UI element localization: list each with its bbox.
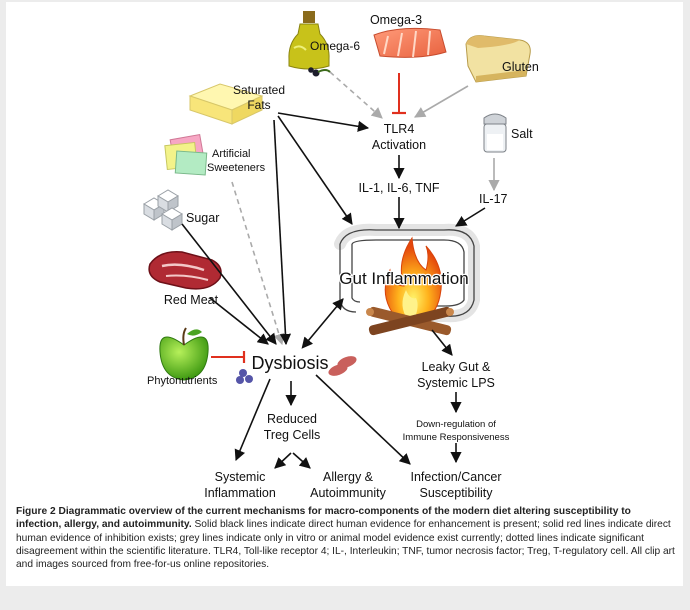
label-il17: IL-17 bbox=[479, 192, 508, 206]
label-omega3: Omega-3 bbox=[370, 13, 422, 27]
gluten-to-tlr4-arrow bbox=[414, 85, 469, 118]
steak-icon bbox=[148, 251, 222, 290]
omega6-to-tlr4-arrow bbox=[329, 71, 383, 119]
sugar-to-dysbiosis-arrow bbox=[181, 223, 277, 345]
intestine-icon bbox=[334, 223, 480, 323]
fats-to-gut-arrow bbox=[277, 115, 353, 225]
label-treg-2: Treg Cells bbox=[264, 428, 321, 442]
label-allergy-2: Autoimmunity bbox=[310, 486, 386, 500]
label-allergy-1: Allergy & bbox=[323, 470, 374, 484]
bread-icon bbox=[465, 35, 531, 83]
figure-caption: Figure 2 Diagrammatic overview of the cu… bbox=[16, 505, 676, 571]
sweeteners-to-dysbiosis-arrow bbox=[231, 181, 285, 346]
meat-to-dysbiosis-arrow bbox=[209, 297, 269, 345]
dysbiosis-gut-bidirectional-arrow bbox=[301, 298, 344, 349]
apple-icon bbox=[159, 327, 209, 381]
label-leaky-gut-1: Leaky Gut & bbox=[422, 360, 491, 374]
sweetener-packets-icon bbox=[164, 133, 208, 176]
label-tlr4-1: TLR4 bbox=[384, 122, 415, 136]
bacteria-icon bbox=[236, 356, 357, 384]
label-saturated-fats-2: Fats bbox=[247, 98, 270, 112]
label-saturated-fats-1: Saturated bbox=[233, 83, 285, 97]
label-dysbiosis: Dysbiosis bbox=[251, 353, 328, 373]
dysbiosis-to-infection-arrow bbox=[315, 374, 411, 465]
label-red-meat: Red Meat bbox=[164, 293, 219, 307]
label-leaky-gut-2: Systemic LPS bbox=[417, 376, 495, 390]
label-il-cytokines: IL-1, IL-6, TNF bbox=[358, 181, 439, 195]
gut-to-leaky-arrow bbox=[431, 329, 453, 356]
label-treg-1: Reduced bbox=[267, 412, 317, 426]
salmon-icon bbox=[373, 27, 447, 58]
label-phytonutrients: Phytonutrients bbox=[147, 375, 218, 387]
il17-to-gut-arrow bbox=[455, 207, 486, 227]
fats-to-tlr4-arrow bbox=[277, 112, 370, 132]
caption-title: Diagrammatic overview of the current mec… bbox=[16, 506, 631, 531]
salt-shaker-icon bbox=[483, 113, 507, 153]
label-downreg-2: Immune Responsiveness bbox=[403, 432, 510, 443]
label-tlr4-2: Activation bbox=[372, 138, 426, 152]
treg-to-systemic-arrow bbox=[274, 452, 292, 469]
olive-oil-bottle-icon bbox=[288, 11, 331, 77]
caption-body: Solid black lines indicate direct human … bbox=[16, 519, 675, 571]
label-gluten: Gluten bbox=[502, 60, 539, 74]
label-gut-inflammation: Gut Inflammation bbox=[339, 269, 468, 288]
butter-icon bbox=[188, 83, 264, 125]
label-sweeteners-1: Artificial bbox=[212, 148, 251, 160]
label-omega6: Omega-6 bbox=[310, 39, 360, 53]
caption-figure-label: Figure 2 bbox=[16, 506, 56, 517]
label-infection-1: Infection/Cancer bbox=[410, 470, 501, 484]
treg-to-allergy-arrow bbox=[292, 452, 311, 469]
label-infection-2: Susceptibility bbox=[420, 486, 494, 500]
label-salt: Salt bbox=[511, 127, 533, 141]
fats-to-dysbiosis-arrow bbox=[273, 119, 292, 346]
label-sugar: Sugar bbox=[186, 211, 219, 225]
diagram-canvas: Omega-3 Omega-6 Gluten Saturated Fats TL… bbox=[143, 11, 539, 500]
label-systemic-inflammation-2: Inflammation bbox=[204, 486, 276, 500]
figure-panel: Omega-3 Omega-6 Gluten Saturated Fats TL… bbox=[6, 2, 683, 586]
label-sweeteners-2: Sweeteners bbox=[207, 162, 266, 174]
label-systemic-inflammation-1: Systemic bbox=[215, 470, 266, 484]
sugar-cubes-icon bbox=[143, 189, 183, 231]
dysbiosis-to-systemic-arrow bbox=[234, 378, 271, 462]
fire-icon bbox=[366, 236, 454, 336]
label-downreg-1: Down-regulation of bbox=[416, 419, 496, 430]
